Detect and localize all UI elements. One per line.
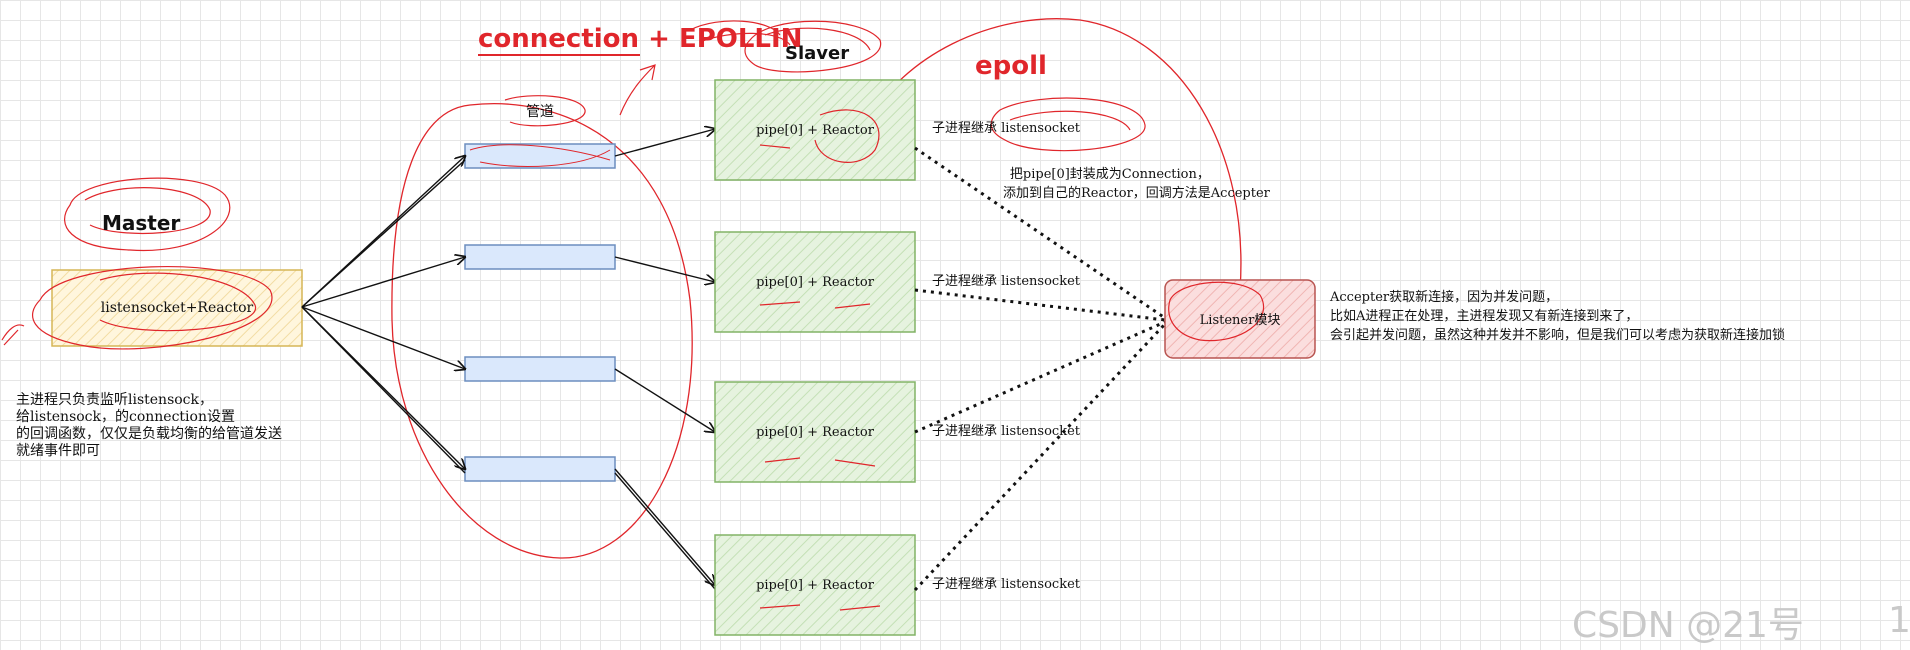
slaver-scribble bbox=[744, 20, 881, 73]
slave-to-listener-links bbox=[913, 146, 1167, 592]
pipe-ellipse bbox=[391, 103, 693, 559]
master-box-scribble bbox=[31, 266, 273, 350]
pipe-1-scribble bbox=[469, 144, 611, 167]
slave-4[interactable]: pipe[0] + Reactor bbox=[714, 534, 916, 636]
master-note-line: 给listensock，的connection设置 bbox=[16, 409, 235, 425]
pipe-title-scribble bbox=[504, 95, 586, 127]
slave-2-label: pipe[0] + Reactor bbox=[756, 275, 875, 290]
listener-node[interactable]: Listener模块 bbox=[1164, 279, 1316, 359]
slave-2[interactable]: pipe[0] + Reactor bbox=[714, 231, 916, 333]
pipe-title: 管道 bbox=[526, 104, 554, 120]
wrap-note: 把pipe[0]封装成为Connection， 添加到自己的Reactor，回调… bbox=[1003, 165, 1270, 203]
listener-scribble bbox=[1168, 281, 1265, 342]
slave-3-inherit: 子进程继承 listensocket bbox=[932, 424, 1081, 439]
epoll-curve bbox=[869, 18, 1242, 291]
epollin-scribble bbox=[619, 20, 791, 116]
pipe-4[interactable] bbox=[464, 456, 616, 482]
master-box-label: listensocket+Reactor bbox=[101, 300, 254, 316]
left-edge-scribble bbox=[1, 324, 25, 346]
master-scribble bbox=[64, 177, 231, 252]
epoll-title: epoll bbox=[975, 51, 1047, 81]
watermark: CSDN @21号 bbox=[1572, 605, 1804, 646]
slave-4-inherit: 子进程继承 listensocket bbox=[932, 577, 1081, 592]
accepter-note-line: 比如A进程正在处理，主进程发现又有新连接到来了， bbox=[1330, 309, 1639, 324]
master-to-pipe-arrows bbox=[301, 156, 465, 474]
slave-3-label: pipe[0] + Reactor bbox=[756, 425, 875, 440]
slave-1-label: pipe[0] + Reactor bbox=[756, 123, 875, 138]
pipe-to-slave-arrows bbox=[614, 129, 715, 590]
corner-mark: 1 bbox=[1888, 600, 1910, 641]
slave-2-scribble bbox=[759, 301, 871, 309]
master-note-line: 主进程只负责监听listensock， bbox=[16, 392, 214, 408]
pipe-1[interactable] bbox=[464, 143, 616, 169]
slave-1[interactable]: pipe[0] + Reactor bbox=[714, 79, 916, 181]
master-node[interactable]: listensocket+Reactor bbox=[31, 266, 303, 350]
master-group: Master bbox=[64, 177, 231, 252]
slaver-title: Slaver bbox=[785, 43, 849, 64]
connection-epollin-title: connection + EPOLLIN bbox=[478, 24, 802, 54]
accepter-note: Accepter获取新连接，因为并发问题， 比如A进程正在处理，主进程发现又有新… bbox=[1330, 288, 1785, 345]
master-note: 主进程只负责监听listensock， 给listensock，的connect… bbox=[16, 392, 282, 460]
slave-3-scribble bbox=[764, 457, 876, 467]
inherit-1-scribble bbox=[990, 97, 1146, 152]
master-note-line: 的回调函数，仅仅是负载均衡的给管道发送 bbox=[16, 426, 282, 442]
slave-3[interactable]: pipe[0] + Reactor bbox=[714, 381, 916, 483]
slave-1-inherit: 子进程继承 listensocket bbox=[932, 121, 1081, 136]
master-note-line: 就绪事件即可 bbox=[16, 443, 100, 459]
slave-4-scribble bbox=[759, 604, 881, 611]
slave-4-label: pipe[0] + Reactor bbox=[756, 578, 875, 593]
slave-2-inherit: 子进程继承 listensocket bbox=[932, 274, 1081, 289]
slave-1-scribble bbox=[759, 109, 880, 163]
wrap-note-line: 添加到自己的Reactor，回调方法是Accepter bbox=[1003, 186, 1270, 201]
master-title: Master bbox=[102, 211, 180, 235]
pipe-2[interactable] bbox=[464, 244, 616, 270]
accepter-note-line: 会引起并发问题，虽然这种并发并不影响，但是我们可以考虑为获取新连接加锁 bbox=[1330, 328, 1786, 343]
listener-label: Listener模块 bbox=[1200, 313, 1281, 328]
pipe-3[interactable] bbox=[464, 356, 616, 382]
wrap-note-line: 把pipe[0]封装成为Connection， bbox=[1009, 167, 1210, 182]
accepter-note-line: Accepter获取新连接，因为并发问题， bbox=[1330, 290, 1559, 305]
